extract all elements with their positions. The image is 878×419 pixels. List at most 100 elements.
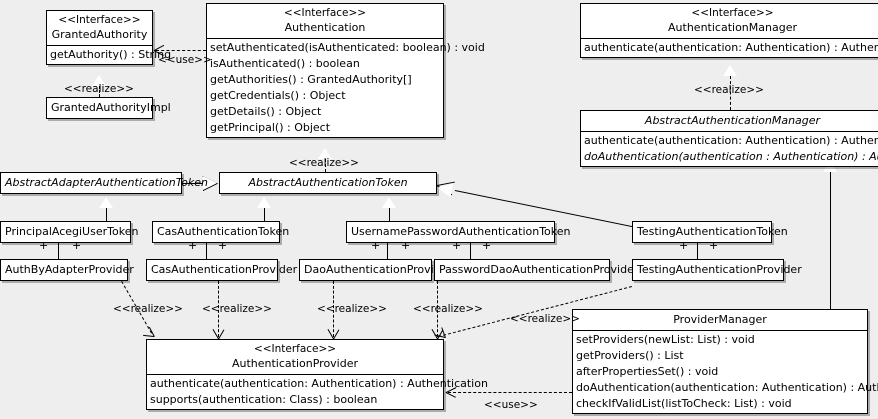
use-link-authentication-granted-authority — [156, 50, 206, 51]
class-header-authentication: <<Interface>> Authentication — [207, 4, 443, 38]
class-name-label: AbstractAuthenticationToken — [248, 176, 408, 189]
member-item: checkIfValidList(listToCheck: List) : vo… — [576, 397, 792, 410]
class-header-abstract-authentication-token: AbstractAuthenticationToken — [220, 173, 436, 193]
realize-label-abstract-authentication-manager: <<realize>> — [694, 84, 764, 96]
class-box-principal-acegi-user-token[interactable]: PrincipalAcegiUserToken — [0, 221, 139, 243]
member-list-authentication: setAuthenticated(isAuthenticated: boolea… — [207, 39, 485, 137]
class-box-abstract-authentication-token[interactable]: AbstractAuthenticationToken — [219, 172, 437, 194]
class-header-cas-authentication-token: CasAuthenticationToken — [153, 222, 290, 242]
member-item: setAuthenticated(isAuthenticated: boolea… — [210, 41, 485, 54]
class-name-label: CasAuthenticationToken — [157, 225, 290, 238]
member-item: supports(authentication: Class) : boolea… — [150, 393, 378, 406]
realize-label-dao-authentication-provider: <<realize>> — [317, 303, 387, 315]
class-name-label: AuthenticationProvider — [231, 357, 359, 370]
class-box-username-password-authentication-token[interactable]: UsernamePasswordAuthenticationToken — [346, 221, 571, 243]
generalization-arrowhead-authentication — [318, 148, 332, 159]
class-header-testing-authentication-token: TestingAuthenticationToken — [633, 222, 788, 242]
realize-link-password-dao-authentication-provider — [437, 281, 438, 337]
class-box-testing-authentication-token[interactable]: TestingAuthenticationToken — [632, 221, 788, 243]
member-item: getAuthorities() : GrantedAuthority[] — [210, 73, 412, 86]
association-link-principal-acegi — [58, 238, 59, 259]
member-list-abstract-authentication-manager: authenticate(authentication: Authenticat… — [581, 132, 878, 166]
generalization-link-adapter-token — [182, 183, 204, 184]
class-header-abstract-authentication-manager: AbstractAuthenticationManager — [581, 111, 878, 131]
member-item: getAuthority() : String — [50, 48, 172, 61]
class-box-dao-authentication-provider[interactable]: DaoAuthenticationProvider — [299, 259, 452, 281]
association-link-cas-token — [206, 238, 207, 259]
class-box-authentication[interactable]: <<Interface>> Authentication setAuthenti… — [206, 3, 485, 138]
class-header-username-password-authentication-token: UsernamePasswordAuthenticationToken — [347, 222, 571, 242]
class-box-abstract-authentication-manager[interactable]: AbstractAuthenticationManager authentica… — [580, 110, 878, 167]
class-header-principal-acegi-user-token: PrincipalAcegiUserToken — [1, 222, 139, 242]
generalization-arrowhead-cas-token — [257, 197, 271, 208]
generalization-arrowhead-principal-acegi — [99, 197, 113, 208]
multiplicity-plus: + — [188, 239, 198, 252]
association-link-password-dao-provider — [470, 238, 471, 259]
generalization-arrowhead-username-password-token — [382, 197, 396, 208]
class-header-dao-authentication-provider: DaoAuthenticationProvider — [300, 260, 452, 280]
realize-label-cas-authentication-provider: <<realize>> — [202, 303, 272, 315]
class-box-abstract-adapter-authentication-token[interactable]: AbstractAdapterAuthenticationToken — [0, 172, 208, 194]
class-box-auth-by-adapter-provider[interactable]: AuthByAdapterProvider — [0, 259, 134, 281]
class-name-label: CasAuthenticationProvider — [151, 263, 298, 276]
class-name-label: AuthenticationManager — [668, 21, 797, 34]
divider — [207, 38, 443, 39]
stereotype-label: <<Interface>> — [253, 343, 337, 355]
class-header-authentication-provider: <<Interface>> AuthenticationProvider — [147, 340, 443, 374]
member-list-provider-manager: setProviders(newList: List) : void getPr… — [573, 331, 878, 413]
class-name-label: DaoAuthenticationProvider — [304, 263, 452, 276]
class-box-granted-authority-impl[interactable]: GrantedAuthorityImpl — [46, 97, 171, 119]
class-name-label: GrantedAuthority — [51, 28, 148, 41]
stereotype-label: <<Interface>> — [58, 14, 141, 26]
class-name-label: PrincipalAcegiUserToken — [5, 225, 139, 238]
class-box-password-dao-authentication-provider[interactable]: PasswordDaoAuthenticationProvider — [434, 259, 639, 281]
generalization-arrowhead-authentication-manager — [723, 65, 737, 76]
generalization-arrowhead-granted-authority — [92, 75, 106, 86]
multiplicity-plus: + — [709, 239, 719, 252]
class-box-testing-authentication-provider[interactable]: TestingAuthenticationProvider — [632, 259, 802, 281]
realize-link-dao-authentication-provider — [333, 281, 334, 337]
class-box-cas-authentication-provider[interactable]: CasAuthenticationProvider — [146, 259, 298, 281]
class-header-password-dao-authentication-provider: PasswordDaoAuthenticationProvider — [435, 260, 639, 280]
multiplicity-plus: + — [371, 239, 381, 252]
generalization-link-username-password-token — [389, 208, 390, 221]
realize-arrowhead-right — [143, 334, 155, 337]
class-header-abstract-adapter-authentication-token: AbstractAdapterAuthenticationToken — [1, 173, 208, 193]
class-name-label: PasswordDaoAuthenticationProvider — [439, 263, 639, 276]
class-header-granted-authority-impl: GrantedAuthorityImpl — [47, 98, 171, 118]
association-link-dao-provider — [387, 238, 388, 259]
generalization-arrowhead-testing-token — [435, 180, 454, 198]
use-link-provider-manager — [448, 392, 572, 393]
divider — [581, 131, 878, 132]
class-box-authentication-manager[interactable]: <<Interface>> AuthenticationManager auth… — [580, 3, 878, 58]
member-item: getPrincipal() : Object — [210, 121, 331, 134]
member-item: getCredentials() : Object — [210, 89, 346, 102]
class-header-testing-authentication-provider: TestingAuthenticationProvider — [633, 260, 802, 280]
divider — [147, 374, 443, 375]
realize-label-granted-authority-impl: <<realize>> — [64, 83, 134, 95]
class-box-authentication-provider[interactable]: <<Interface>> AuthenticationProvider aut… — [146, 339, 488, 410]
generalization-arrowhead-adapter-token — [203, 176, 217, 190]
divider — [581, 38, 878, 39]
class-box-granted-authority[interactable]: <<Interface>> GrantedAuthority getAuthor… — [46, 10, 172, 65]
member-item: doAuthentication(authentication: Authent… — [576, 381, 878, 394]
member-item: getDetails() : Object — [210, 105, 322, 118]
use-label-authentication-granted-authority: <<use>> — [158, 54, 212, 66]
multiplicity-plus: + — [679, 239, 689, 252]
association-link-testing-provider — [697, 238, 698, 259]
class-name-label: TestingAuthenticationToken — [637, 225, 788, 238]
realize-label-password-dao-authentication-provider: <<realize>> — [413, 303, 483, 315]
realize-label-auth-by-adapter-provider: <<realize>> — [113, 303, 183, 315]
class-name-label: ProviderManager — [673, 313, 767, 326]
class-box-cas-authentication-token[interactable]: CasAuthenticationToken — [152, 221, 290, 243]
class-header-cas-authentication-provider: CasAuthenticationProvider — [147, 260, 298, 280]
divider — [47, 45, 152, 46]
class-name-label: Authentication — [284, 21, 366, 34]
realize-link-abstract-authentication-manager — [730, 76, 731, 110]
member-list-authentication-manager: authenticate(authentication: Authenticat… — [581, 39, 878, 57]
stereotype-label: <<Interface>> — [691, 7, 774, 19]
multiplicity-plus: + — [452, 239, 462, 252]
class-header-granted-authority: <<Interface>> GrantedAuthority — [47, 11, 152, 45]
class-box-provider-manager[interactable]: ProviderManager setProviders(newList: Li… — [572, 309, 878, 414]
